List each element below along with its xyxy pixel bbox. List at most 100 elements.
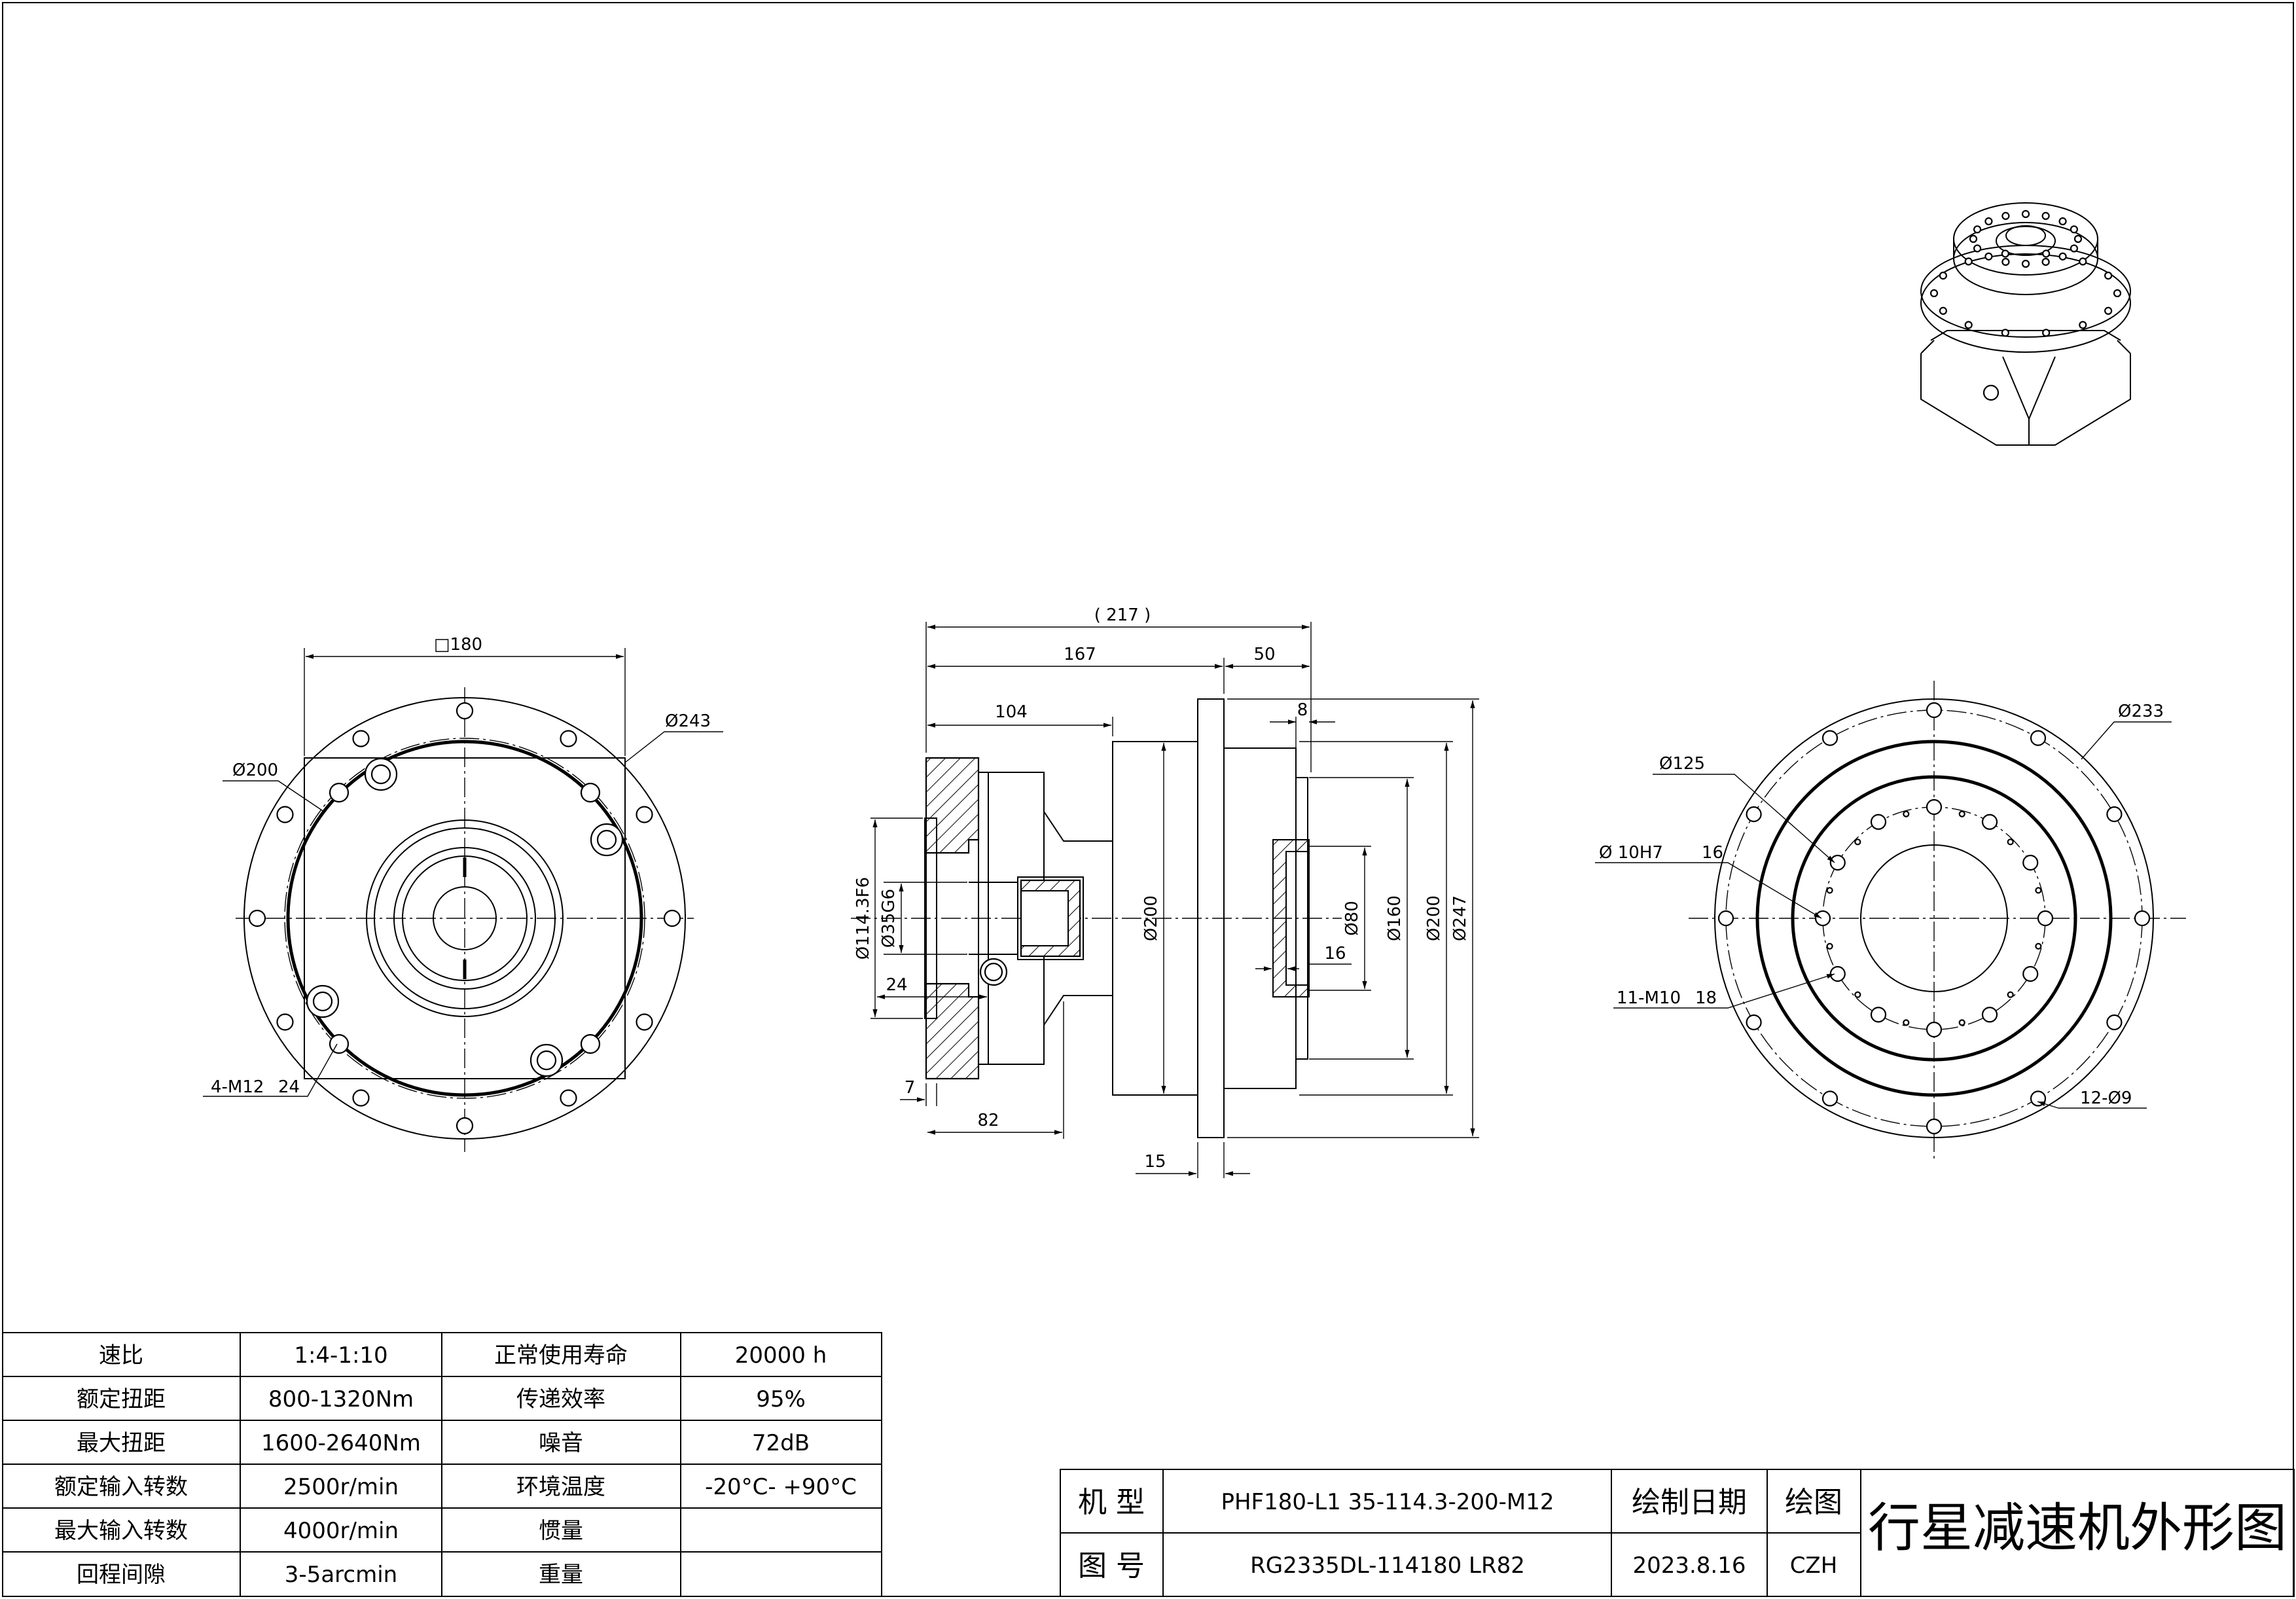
dim-shaft-bore: Ø35G6	[879, 889, 899, 948]
dim-pilot-length: 8	[1297, 700, 1308, 720]
spec-value: 1600-2640Nm	[261, 1430, 421, 1456]
right-tapped-depth-label: 18	[1695, 988, 1717, 1008]
spec-label: 最大输入转数	[54, 1518, 188, 1544]
iso-top-hole	[1973, 244, 1982, 253]
date-value: 2023.8.16	[1632, 1553, 1746, 1579]
left-flange-hole	[560, 1089, 577, 1107]
left-flange-hole	[352, 1089, 370, 1107]
left-tapped-depth-label: 24	[278, 1077, 300, 1097]
right-through-holes-label: 12-Ø9	[2080, 1088, 2132, 1108]
spec-value: 1:4-1:10	[294, 1342, 387, 1369]
iso-flange-hole	[2079, 257, 2087, 266]
left-outer-dia-label: Ø243	[665, 711, 711, 731]
spec-value: 3-5arcmin	[285, 1562, 397, 1588]
dim-body-length: 167	[1064, 645, 1096, 664]
spec-label: 回程间隙	[77, 1562, 166, 1588]
iso-top-hole	[2058, 217, 2067, 226]
spec-value: 2500r/min	[283, 1474, 399, 1500]
iso-top-hole	[2021, 259, 2030, 268]
left-view-dimensions: □180 Ø243 Ø200 4-M12 24	[203, 635, 723, 1097]
sheet-title: 行星减速机外形图	[1868, 1498, 2287, 1558]
left-screw-socket	[536, 1050, 557, 1071]
right-pcd-hole	[1814, 910, 1831, 927]
spec-label: 正常使用寿命	[494, 1342, 628, 1369]
iso-top-hole	[2058, 252, 2067, 261]
right-flange-hole	[1717, 910, 1734, 927]
drawing-no-value: RG2335DL-114180 LR82	[1250, 1553, 1525, 1579]
right-pcd-hole	[1926, 1021, 1943, 1038]
right-flange-hole	[1821, 1090, 1839, 1107]
left-flange-hole	[352, 730, 370, 747]
model-label: 机 型	[1078, 1486, 1145, 1519]
iso-top-hole	[2070, 244, 2079, 253]
right-pcd-hole	[2022, 854, 2039, 871]
spec-label: 额定输入转数	[54, 1474, 188, 1500]
right-dowel-mark	[1854, 838, 1861, 846]
right-flange-hole	[2134, 910, 2151, 927]
spec-label: 速比	[99, 1342, 143, 1369]
right-dowel-mark	[2007, 991, 2014, 998]
iso-top-hole	[2070, 225, 2079, 234]
right-view-holes	[1717, 702, 2151, 1135]
spec-label: 环境温度	[516, 1474, 605, 1500]
right-dowel-mark	[1903, 1019, 1910, 1026]
iso-top-hole	[1984, 217, 1993, 226]
left-screw-socket	[312, 991, 333, 1012]
left-flange-hole	[636, 1013, 653, 1031]
spec-table	[2, 1332, 882, 1597]
iso-top-hole	[1984, 252, 1993, 261]
right-pcd-hole	[1870, 814, 1887, 830]
right-flange-hole	[1926, 1118, 1943, 1135]
dim-flange-dia: Ø247	[1450, 895, 1470, 941]
iso-top-hole	[2041, 258, 2050, 266]
dim-input-bore: Ø114.3F6	[853, 877, 873, 960]
right-outer-pcd-label: Ø233	[2118, 702, 2164, 721]
right-pin-hole-label: Ø 10H7	[1599, 843, 1663, 863]
dim-step-7: 7	[905, 1078, 916, 1098]
drawing-no-label: 图 号	[1078, 1549, 1145, 1583]
right-pcd-hole	[1829, 854, 1846, 871]
drafter-label: 绘图	[1785, 1486, 1842, 1519]
left-pcd-label: Ø200	[232, 761, 278, 780]
iso-flange-hole	[2001, 249, 2009, 258]
spec-label: 噪音	[539, 1430, 583, 1456]
spec-value: 95%	[756, 1386, 806, 1412]
iso-flange-hole	[2042, 329, 2051, 337]
left-tapped-hole	[329, 782, 350, 803]
isometric-view-holes	[1929, 209, 2122, 337]
iso-top-hole	[1973, 225, 1982, 234]
left-flange-hole	[276, 1013, 294, 1031]
iso-flange-hole	[2001, 329, 2009, 337]
right-end-view	[1689, 681, 2186, 1159]
right-dowel-mark	[1854, 991, 1861, 998]
spec-label: 惯量	[539, 1518, 583, 1544]
dim-flange-thickness: 15	[1144, 1152, 1166, 1172]
spec-label: 传递效率	[516, 1386, 605, 1412]
spec-value: 72dB	[752, 1430, 810, 1456]
dim-recess-depth: 16	[1324, 944, 1346, 963]
right-flange-hole	[2030, 730, 2047, 746]
dim-bore-depth: 24	[886, 975, 907, 995]
left-tapped-holes-label: 4-M12	[211, 1077, 264, 1097]
right-dowel-mark	[1958, 810, 1965, 817]
right-dowel-mark	[2035, 943, 2042, 950]
right-pcd-hole	[2022, 965, 2039, 982]
side-view	[851, 698, 1342, 1138]
right-flange-hole	[1746, 1014, 1762, 1031]
right-pcd-hole	[1926, 799, 1943, 816]
iso-top-hole	[2001, 211, 2010, 220]
right-dowel-mark	[1903, 810, 1910, 817]
isometric-view	[1920, 202, 2131, 446]
spec-label: 额定扭距	[77, 1386, 166, 1412]
left-flange-hole	[456, 702, 474, 720]
left-flange-hole	[248, 909, 266, 927]
iso-flange-hole	[1964, 321, 1973, 329]
right-flange-hole	[2106, 1014, 2123, 1031]
iso-flange-hole	[2104, 271, 2113, 280]
right-dowel-mark	[1826, 887, 1833, 894]
left-flange-hole	[663, 909, 681, 927]
dim-output-pilot: Ø160	[1385, 895, 1405, 941]
right-flange-hole	[1821, 730, 1839, 746]
